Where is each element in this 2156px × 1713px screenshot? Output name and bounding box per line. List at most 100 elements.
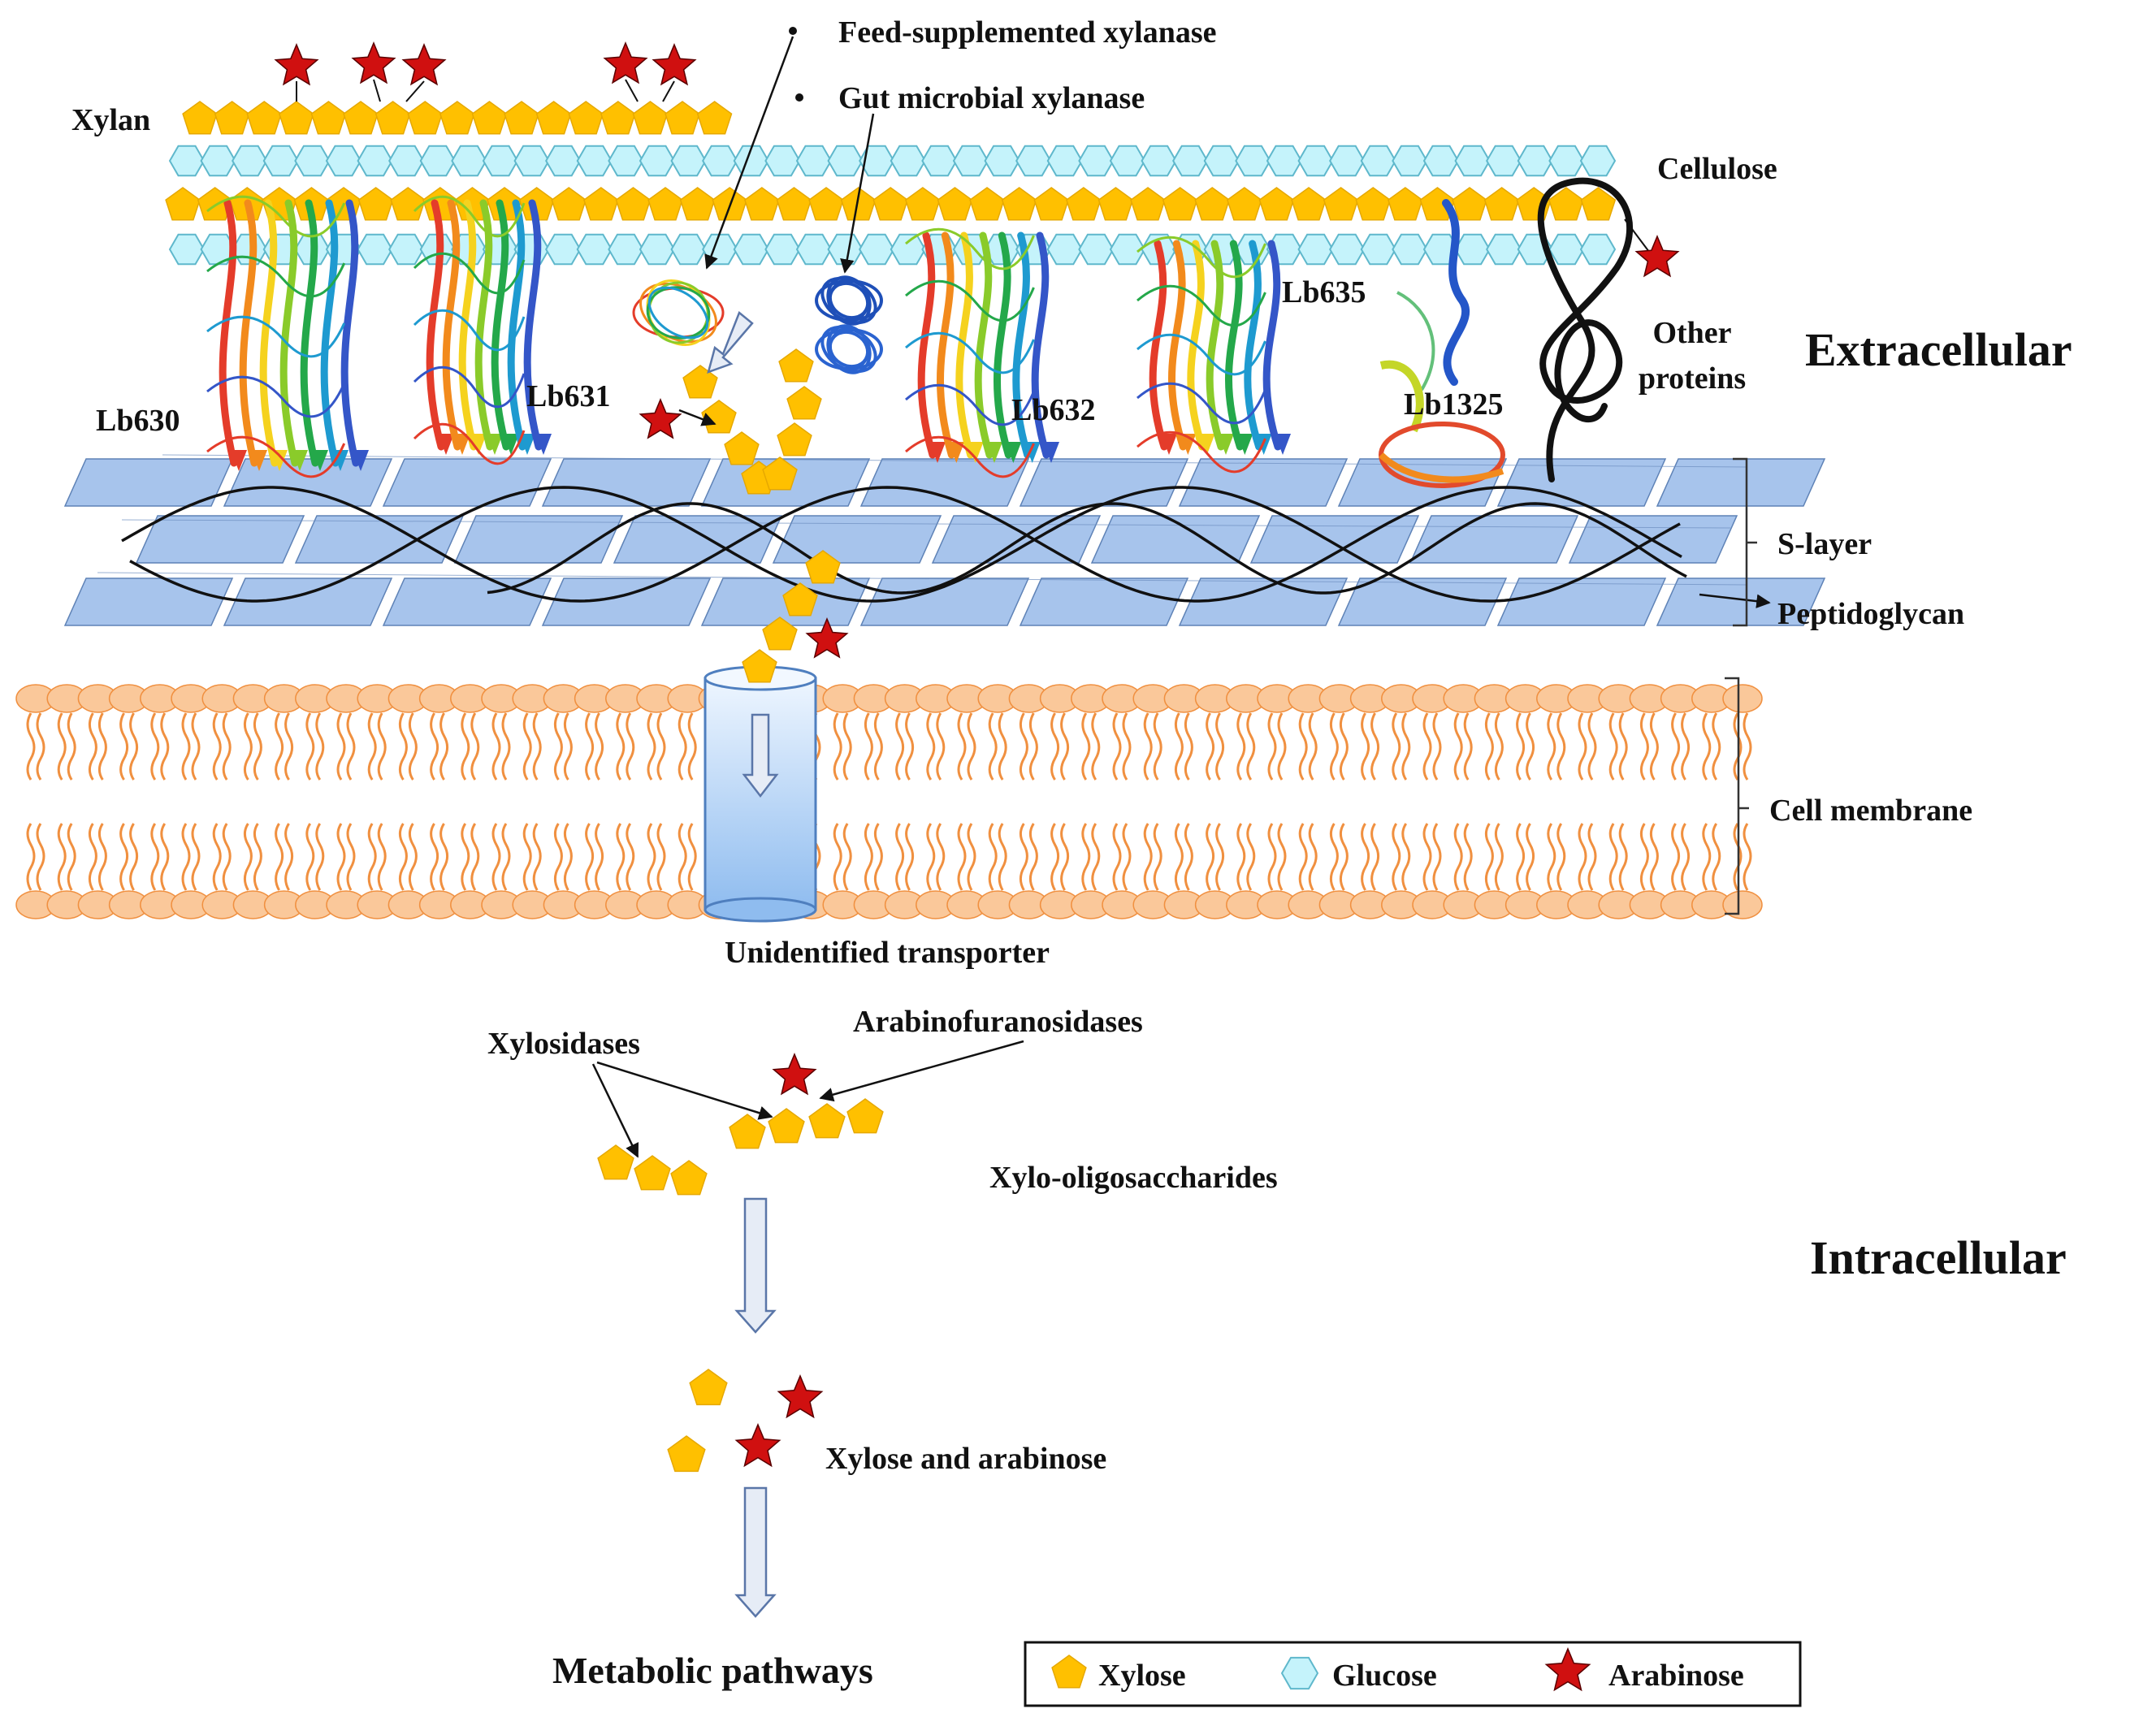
coil-loop	[1136, 382, 1266, 425]
arabinose-star	[772, 1053, 817, 1096]
glucose-hexagon	[262, 145, 299, 177]
glucose-hexagon	[576, 233, 613, 266]
lipid-tail	[553, 712, 563, 781]
xylose-pentagon	[937, 187, 973, 221]
glucose-hexagon	[984, 145, 1020, 177]
lipid-tail	[315, 823, 325, 891]
lipid-tail	[1401, 712, 1411, 781]
lipid-tail	[336, 712, 346, 781]
lipid-tail	[1618, 712, 1628, 781]
xylose-pentagon	[778, 348, 814, 383]
peptidoglycan-waves	[121, 486, 1687, 603]
beta-strand	[936, 231, 955, 459]
lipid-tail	[26, 823, 36, 891]
s-layer-tile	[1656, 577, 1826, 626]
lipid-tail	[1122, 712, 1132, 781]
lipid-tail	[988, 823, 998, 891]
lipid-tail	[305, 712, 315, 781]
lipid-tail	[275, 712, 284, 781]
xylose-pentagon	[600, 101, 636, 135]
lipid-tail	[595, 823, 604, 891]
lipid-tail	[243, 823, 253, 891]
strand-arrow	[503, 434, 519, 455]
lipid-tail	[1494, 823, 1504, 891]
lipid-tail	[461, 823, 470, 891]
lipid-tail	[842, 712, 852, 781]
glucose-hexagon	[1579, 145, 1617, 177]
lipid-tail	[864, 712, 873, 781]
lipid-tail	[222, 823, 232, 891]
xylose-pentagon	[279, 101, 314, 135]
lipid-tail	[626, 823, 635, 891]
feed-xylanase-enzyme	[632, 279, 725, 347]
transport-direction-arrow	[742, 713, 779, 798]
gut-xylanase-enzyme	[815, 275, 883, 374]
lipid-head	[1722, 684, 1763, 713]
coil-loop	[206, 435, 346, 478]
lipid-tail	[1236, 712, 1246, 781]
lipid-tail	[430, 823, 439, 891]
arabinose-star	[777, 1374, 824, 1419]
other-proteins-label-1: Other	[1652, 316, 1731, 350]
lipid-tail	[57, 712, 67, 781]
lipid-tail	[377, 712, 387, 781]
coil-loop	[1136, 430, 1266, 474]
strand-arrow	[967, 442, 984, 463]
lipid-tail	[501, 712, 511, 781]
legend-box	[1024, 1641, 1802, 1707]
lipid-tail	[1681, 712, 1691, 781]
xylose-pentagon	[1388, 187, 1423, 221]
peptidoglycan-strand	[121, 486, 1682, 603]
xylose-pentagon	[808, 1103, 846, 1139]
lipid-tail	[656, 823, 666, 891]
s-layer-label: S-layer	[1777, 527, 1872, 561]
glucose-hexagon	[1280, 1656, 1319, 1690]
glucose-hexagon	[1266, 145, 1303, 177]
glucose-hexagon	[702, 233, 738, 266]
lipid-tail	[1298, 712, 1308, 781]
lipid-tail	[1463, 712, 1473, 781]
lipid-tail	[1422, 823, 1432, 891]
lipid-tail	[1649, 712, 1659, 781]
lipid-tail	[501, 823, 511, 891]
lipid-tail	[212, 712, 222, 781]
lipid-tail	[1206, 712, 1215, 781]
s-layer-tile	[1249, 515, 1420, 564]
cellulose-label: Cellulose	[1657, 152, 1777, 186]
lipid-tail	[1392, 823, 1401, 891]
metabolism-arrow	[734, 1486, 777, 1618]
glucose-hexagon	[451, 145, 487, 177]
arabinose-star	[652, 43, 697, 86]
lipid-tail	[1401, 823, 1411, 891]
degradation-arrow	[707, 310, 754, 374]
lipid-tail	[833, 823, 842, 891]
xylose-pentagon	[634, 1155, 671, 1191]
lb631-label: Lb631	[526, 379, 610, 413]
lipid-tail	[1215, 823, 1225, 891]
xylose-pentagon	[701, 400, 737, 434]
beta-strand	[259, 199, 279, 467]
lipid-tail	[1081, 712, 1091, 781]
lipid-tail	[1153, 823, 1162, 891]
xylose-pentagon	[471, 101, 508, 135]
glucose-hexagon	[890, 233, 926, 266]
lipid-tail	[522, 823, 532, 891]
xylose-pentagon	[872, 187, 908, 221]
lipid-tail	[1019, 823, 1028, 891]
xylose-pentagon	[667, 1435, 706, 1473]
lipid-tail	[1516, 712, 1526, 781]
cell-membrane-bilayer	[15, 684, 1763, 919]
beta-strand	[507, 199, 526, 451]
xylose-pentagon	[762, 456, 798, 491]
glucose-hexagon	[1046, 145, 1083, 177]
lipid-tail	[243, 712, 253, 781]
xylose-pentagon	[1483, 187, 1520, 221]
lipid-tail	[1516, 823, 1526, 891]
glucose-hexagon	[1454, 233, 1491, 266]
beta-strand	[955, 231, 975, 459]
lipid-tail	[430, 712, 439, 781]
s-layer-tile	[541, 577, 712, 626]
glucose-hexagon	[1579, 233, 1617, 266]
glucose-hexagon	[1046, 233, 1083, 266]
